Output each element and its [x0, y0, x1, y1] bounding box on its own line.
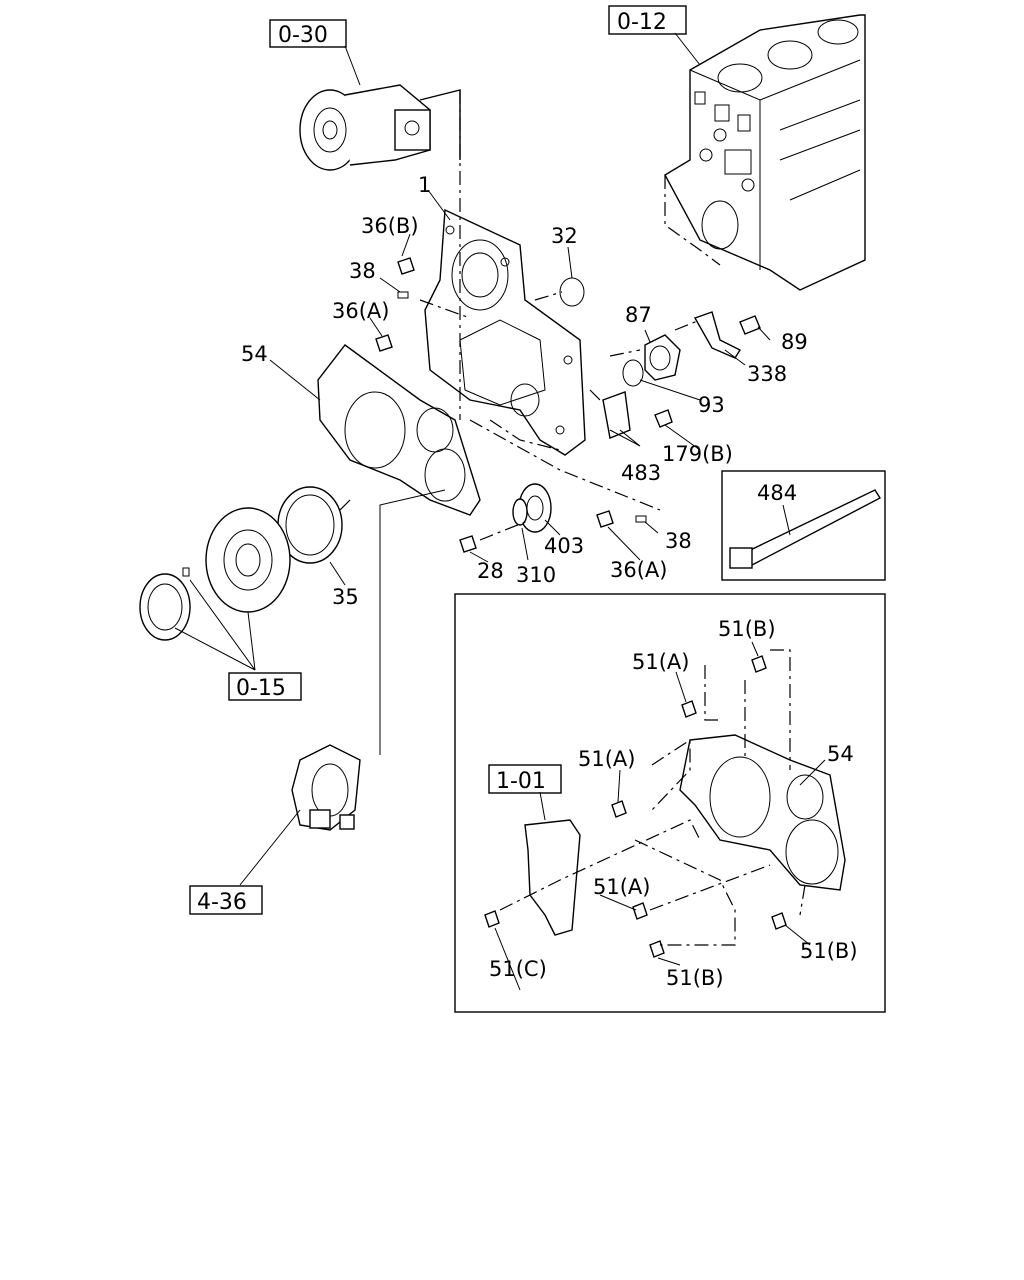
o-ring-32 — [559, 277, 585, 307]
ref-box-4-36[interactable]: 4-36 — [189, 885, 263, 915]
gasket-plate-54 — [317, 344, 481, 516]
label-part-310: 310 — [516, 563, 556, 587]
label-part-338: 338 — [747, 362, 787, 386]
ref-box-0-15[interactable]: 0-15 — [228, 672, 302, 701]
label-inset-54: 54 — [827, 742, 854, 766]
ref-box-0-30[interactable]: 0-30 — [269, 19, 347, 48]
bolt-36b — [397, 257, 415, 275]
retainer-87 — [644, 334, 681, 381]
label-part-36a-upper: 36(A) — [332, 299, 389, 323]
bolt-179b — [654, 409, 673, 428]
label-part-403: 403 — [544, 534, 584, 558]
cable-tie-box — [721, 470, 886, 581]
o-ring-93 — [622, 359, 644, 387]
bolt-36a-upper — [375, 334, 393, 352]
label-part-36a-lower: 36(A) — [610, 558, 667, 582]
oil-seal-310 — [512, 498, 528, 526]
ref-label-4-36: 4-36 — [197, 890, 247, 915]
label-part-38-lower: 38 — [665, 529, 692, 553]
pin-38-upper — [397, 291, 409, 299]
label-part-38-upper: 38 — [349, 259, 376, 283]
compressor-assembly — [299, 84, 461, 171]
label-part-54: 54 — [241, 342, 268, 366]
label-part-35: 35 — [332, 585, 359, 609]
label-inset-51a-low: 51(A) — [593, 875, 650, 899]
label-part-89: 89 — [781, 330, 808, 354]
label-inset-51a-top: 51(A) — [632, 650, 689, 674]
bolt-36a-lower — [596, 510, 614, 528]
label-part-93: 93 — [698, 393, 725, 417]
pulley-hub — [139, 567, 191, 641]
ref-label-0-30: 0-30 — [278, 23, 328, 48]
label-part-483: 483 — [621, 461, 661, 485]
label-part-179b: 179(B) — [662, 442, 733, 466]
inset-gasket-54 — [679, 734, 846, 891]
ref-box-1-01[interactable]: 1-01 — [488, 764, 562, 794]
crank-pulley — [205, 507, 291, 613]
label-inset-51c: 51(C) — [489, 957, 547, 981]
label-part-28: 28 — [477, 559, 504, 583]
inset-bracket — [524, 819, 581, 936]
label-inset-51b-top: 51(B) — [718, 617, 776, 641]
label-inset-51a-mid: 51(A) — [578, 747, 635, 771]
inset-bolts — [484, 655, 787, 958]
plate-483 — [602, 391, 631, 439]
ref-label-0-12: 0-12 — [617, 10, 667, 35]
label-part-484: 484 — [757, 481, 797, 505]
inset-leader-lines — [494, 641, 826, 991]
detail-inset-box — [454, 593, 886, 1013]
ref-box-0-12[interactable]: 0-12 — [608, 5, 687, 35]
timing-case-plate — [424, 208, 586, 456]
leader-lines — [174, 32, 791, 886]
label-inset-51b-right: 51(B) — [800, 939, 858, 963]
cable-tie-484 — [729, 489, 881, 569]
label-part-87: 87 — [625, 303, 652, 327]
vacuum-pump — [291, 744, 361, 831]
label-part-1: 1 — [418, 173, 431, 197]
pin-38-lower — [635, 515, 647, 523]
label-part-36b: 36(B) — [361, 214, 419, 238]
label-inset-51b-bottom: 51(B) — [666, 966, 724, 990]
ref-label-0-15: 0-15 — [236, 676, 286, 701]
bolt-28 — [459, 535, 477, 553]
label-part-32: 32 — [551, 224, 578, 248]
engine-block — [664, 14, 866, 291]
bracket-338 — [693, 311, 742, 359]
ref-label-1-01: 1-01 — [496, 769, 546, 794]
bolt-89 — [739, 315, 761, 335]
